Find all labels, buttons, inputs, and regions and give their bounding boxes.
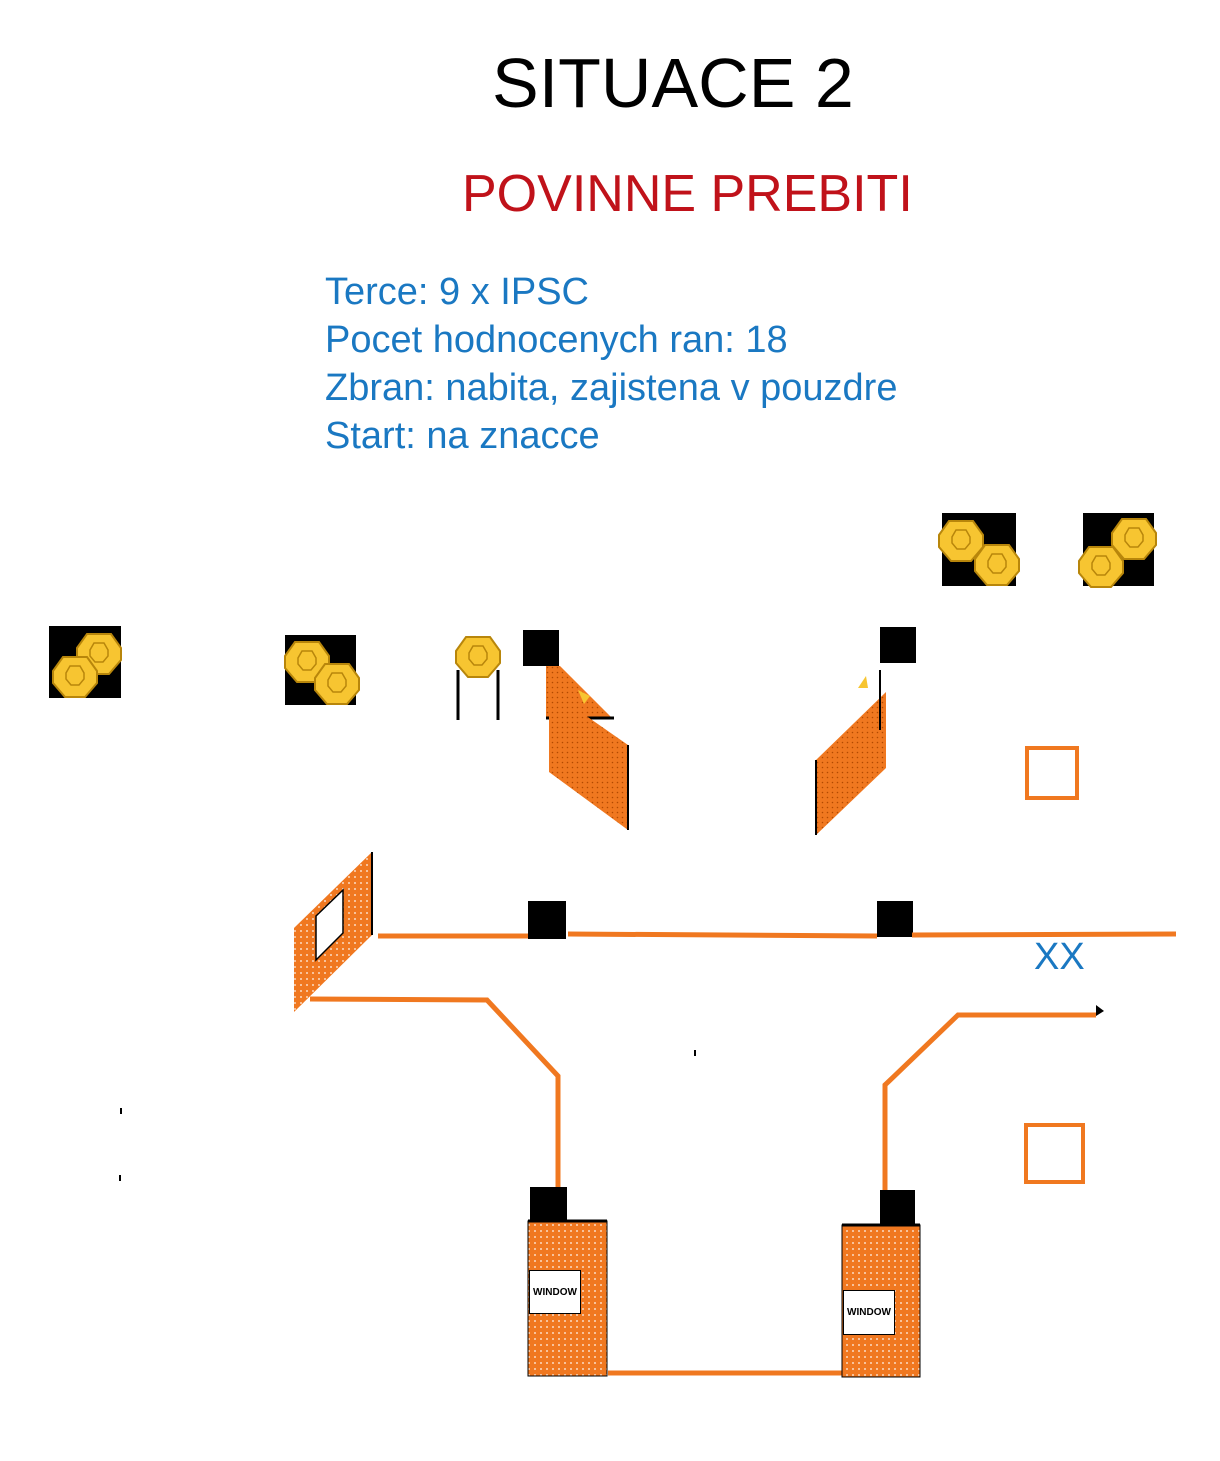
target-single-stand: [455, 636, 501, 720]
target-group-top-right-1: [938, 513, 1020, 586]
no-shoot-block-icon: [530, 1187, 567, 1224]
start-marker: XX: [1034, 936, 1085, 978]
fault-line: [309, 931, 1177, 1376]
ipsc-target-icon: [1078, 546, 1124, 588]
ipsc-target-icon: [974, 544, 1020, 586]
ipsc-target-icon: [938, 520, 984, 562]
info-targets: Terce: 9 x IPSC: [325, 271, 589, 313]
barrier-wall-left: [546, 666, 629, 830]
ipsc-target-icon: [52, 656, 98, 698]
info-rounds: Pocet hodnocenych ran: 18: [325, 319, 788, 361]
ipsc-target-icon: [1111, 518, 1157, 560]
ipsc-target-icon: [314, 663, 360, 705]
info-start: Start: na znacce: [325, 415, 600, 457]
start-box-icon: [1025, 746, 1079, 800]
target-group-left-1: [49, 626, 122, 698]
barrier-wall-right: [815, 670, 886, 835]
window-label: WINDOW: [843, 1290, 895, 1335]
window-label: WINDOW: [529, 1270, 581, 1314]
info-weapon: Zbran: nabita, zajistena v pouzdre: [325, 367, 898, 409]
no-shoot-block-icon: [877, 901, 913, 937]
stage-info: Terce: 9 x IPSC Pocet hodnocenych ran: 1…: [325, 268, 897, 460]
ipsc-target-icon: [455, 636, 501, 678]
target-group-left-2: [284, 635, 360, 705]
start-box-icon: [1024, 1123, 1085, 1184]
window-wall-icon: [294, 852, 373, 1012]
page-title: SITUACE 2: [492, 44, 854, 122]
target-group-top-right-2: [1078, 513, 1157, 588]
no-shoot-block-icon: [880, 1190, 915, 1225]
no-shoot-block-icon: [523, 630, 559, 666]
no-shoot-block-icon: [528, 901, 566, 939]
page-subtitle: POVINNE PREBITI: [462, 165, 913, 223]
no-shoot-block-icon: [880, 627, 916, 663]
